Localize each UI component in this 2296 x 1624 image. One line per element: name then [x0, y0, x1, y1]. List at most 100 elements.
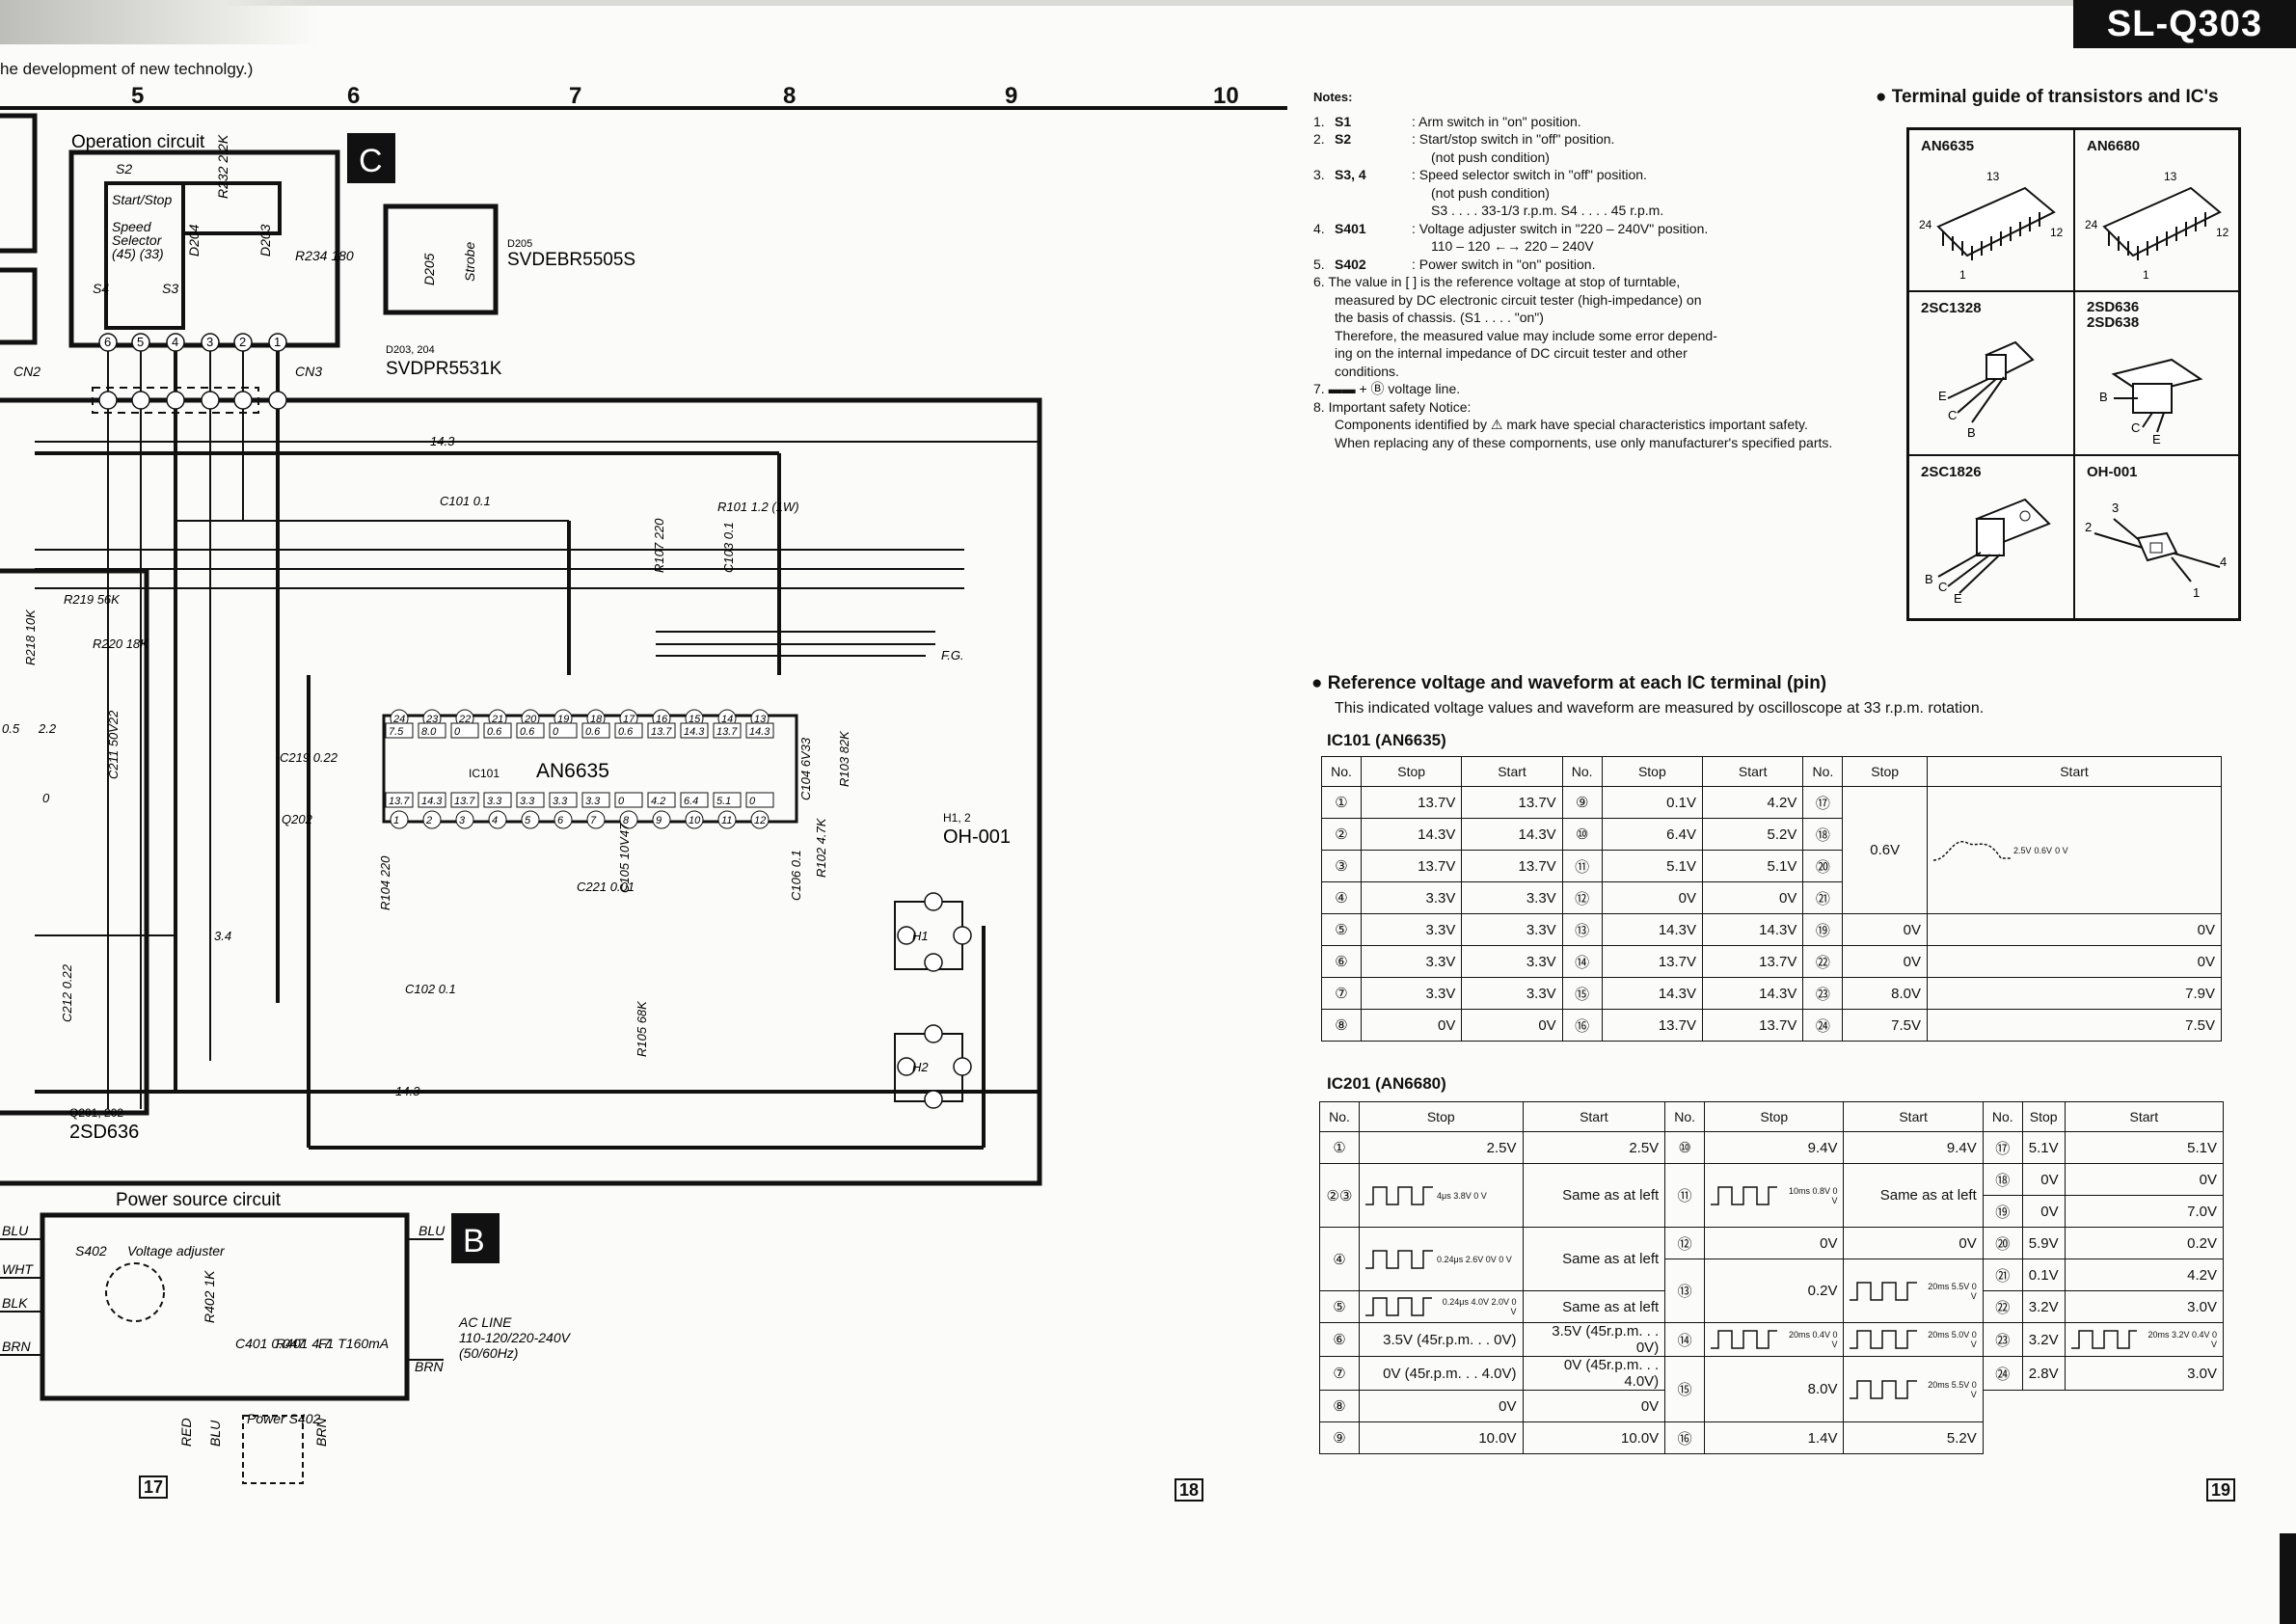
table-cell: 5.2V: [1702, 818, 1804, 851]
note-6-line: conditions.: [1335, 363, 1399, 379]
terminal-guide-title: ● Terminal guide of transistors and IC's: [1876, 87, 2219, 107]
cn-pin-1: 1: [274, 335, 281, 349]
notes-block: Notes: 1.S1: Arm switch in "on" position…: [1313, 89, 1892, 451]
svg-text:B: B: [2099, 390, 2108, 404]
table-header: No.: [1802, 756, 1844, 787]
table-cell: 0V: [1461, 1009, 1563, 1042]
grid-col-5: 5: [131, 83, 145, 109]
table-cell: 4.2V: [2064, 1259, 2225, 1291]
table-cell: 3.0V: [2064, 1290, 2225, 1323]
table-cell: 3.0V: [2064, 1356, 2225, 1391]
table-cell: 0.2V: [2064, 1227, 2225, 1259]
table-cell: ㉑: [1802, 881, 1844, 914]
ic-pin-number: 2: [425, 815, 432, 826]
ic-volt-box: [713, 722, 742, 739]
ic-volt-box: [483, 722, 512, 739]
table-cell: ⑦: [1321, 977, 1362, 1010]
ic-volt-box: [385, 792, 414, 808]
label-d204: D204: [186, 224, 202, 257]
table-cell: 8.0V: [1842, 977, 1929, 1010]
label-c103: C103 0.1: [721, 522, 736, 573]
ic-volt-box: [680, 722, 709, 739]
ic-pin: [422, 810, 442, 829]
scan-smudge: [0, 0, 318, 44]
svg-text:C: C: [2131, 420, 2140, 435]
svg-text:C: C: [1938, 580, 1947, 594]
wire-brn: BRN: [2, 1339, 31, 1354]
label-r234: R234 180: [295, 248, 354, 263]
note-n: [1313, 184, 1335, 203]
cn-pin-4: 4: [172, 335, 178, 349]
ic-volt-box: [614, 792, 643, 808]
note-6-line: the basis of chassis. (S1 . . . . "on"): [1335, 310, 1544, 325]
table-header: Start: [1702, 756, 1804, 787]
table-header: No.: [1321, 756, 1362, 787]
table-cell: 3.3V: [1360, 913, 1463, 946]
table-cell: Same as at left: [1522, 1227, 1666, 1291]
waveform-trace: [1365, 1249, 1433, 1269]
note-item: S3 . . . . 33-1/3 r.p.m. S4 . . . . 45 r…: [1313, 202, 1892, 220]
d205-part: SVDEBR5505S: [507, 250, 635, 270]
ic-pin-number: 7: [590, 815, 597, 826]
page-17: 17: [139, 1475, 169, 1499]
table-cell: 0.6V: [1842, 786, 1929, 914]
table-cell: ⑥: [1321, 945, 1362, 978]
tg-label-oh001: OH-001: [2087, 464, 2138, 480]
waveform: 20ms 5.5V 0 V: [1850, 1279, 1977, 1304]
notes-title: Notes:: [1313, 90, 1353, 104]
note-8-line: Components identified by ⚠ mark have spe…: [1335, 417, 1808, 432]
table-cell: ⑪: [1561, 850, 1603, 882]
table-cell: 14.3V: [1461, 818, 1563, 851]
ic-volt-box: [450, 792, 479, 808]
label-r107: R107 220: [652, 518, 666, 573]
ref-voltage-subtitle: This indicated voltage values and wavefo…: [1335, 700, 1985, 717]
table-cell: 0.2V: [1704, 1259, 1845, 1323]
label-f1: F1 T160mA: [318, 1336, 389, 1351]
section-b-badge: [451, 1213, 500, 1263]
ic101-part: AN6635: [536, 760, 609, 782]
ic-pin-number: 21: [491, 714, 503, 725]
waveform: 20ms 0.4V 0 V: [1711, 1327, 1837, 1352]
waveform-trace: [1933, 840, 2012, 861]
note-n: 5.: [1313, 256, 1325, 272]
note-item: (not push condition): [1313, 149, 1892, 167]
hall-h1-label: H1: [912, 929, 929, 943]
table-cell: 3.3V: [1360, 945, 1463, 978]
label-c101: C101 0.1: [440, 494, 491, 508]
table-header: No.: [1982, 1101, 2023, 1132]
grid-rule: [0, 106, 1287, 110]
table-cell: 0V: [2021, 1163, 2066, 1196]
ref-voltage-title: ● Reference voltage and waveform at each…: [1311, 673, 1827, 693]
label-strobe: Strobe: [462, 242, 477, 282]
note-item: 2.S2: Start/stop switch in "off" positio…: [1313, 130, 1892, 149]
grid-col-8: 8: [783, 83, 797, 109]
hall-part: OH-001: [943, 826, 1011, 848]
waveform-label: 20ms 0.4V 0 V: [1788, 1330, 1838, 1349]
svg-text:1: 1: [2143, 268, 2149, 282]
table-cell: 7.9V: [1927, 977, 2222, 1010]
switch-box: [104, 181, 185, 330]
table-cell: ⑤: [1321, 913, 1362, 946]
ic-pin-voltage: 14.3: [684, 726, 705, 738]
label-r102: R102 4.7K: [814, 817, 828, 878]
ic-pin: [652, 810, 671, 829]
table-cell: ⑫: [1561, 881, 1603, 914]
table-cell: 13.7V: [1461, 850, 1563, 882]
table-cell: ⑮: [1664, 1356, 1706, 1422]
waveform-label: 4μs 3.8V 0 V: [1437, 1190, 1487, 1201]
waveform-trace: [1365, 1297, 1432, 1316]
strobe-box: [383, 203, 499, 315]
ic-pin-voltage: 0.6: [618, 726, 634, 738]
note-v: : Power switch in "on" position.: [1412, 256, 1596, 272]
waveform-trace: [1850, 1379, 1917, 1399]
table-cell: 20ms 5.0V 0 V: [1843, 1322, 1984, 1357]
hall-ref: H1, 2: [943, 811, 971, 825]
ic-volt-box: [581, 792, 610, 808]
grid-col-10: 10: [1213, 83, 1239, 109]
table-cell: ⑦: [1319, 1356, 1360, 1391]
table-cell: ⑤: [1319, 1290, 1360, 1323]
table-cell: ⑭: [1664, 1322, 1706, 1357]
waveform: 0.24μs 4.0V 2.0V 0 V: [1365, 1294, 1517, 1319]
